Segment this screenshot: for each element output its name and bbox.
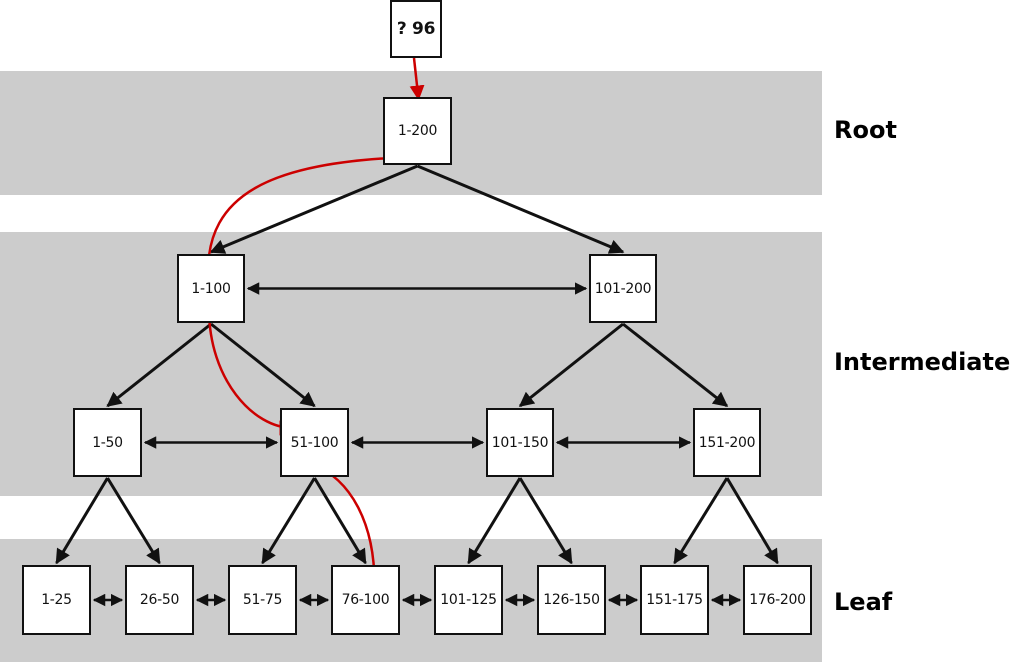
tree-node-leaf: 176-200 <box>743 565 812 635</box>
tree-node-intermediate: 101-150 <box>486 408 554 477</box>
tree-node-leaf: 51-75 <box>228 565 297 635</box>
tree-node-leaf: 1-25 <box>22 565 91 635</box>
tree-node-leaf: 126-150 <box>537 565 606 635</box>
tree-node-intermediate: 101-200 <box>589 254 657 323</box>
tree-node-leaf: 101-125 <box>434 565 503 635</box>
tree-node-intermediate: 51-100 <box>280 408 349 477</box>
level-label-root: Root <box>834 116 897 144</box>
tree-node-intermediate: 1-100 <box>177 254 245 323</box>
tree-node-intermediate: 151-200 <box>693 408 761 477</box>
level-label-intermediate: Intermediate <box>834 348 1011 376</box>
level-label-leaf: Leaf <box>834 588 893 616</box>
tree-node-leaf: 76-100 <box>331 565 400 635</box>
tree-node-leaf: 26-50 <box>125 565 194 635</box>
tree-node-leaf: 151-175 <box>640 565 709 635</box>
query-box: ? 96 <box>390 0 442 58</box>
tree-node-intermediate: 1-50 <box>73 408 142 477</box>
tree-node-root: 1-200 <box>383 97 452 165</box>
